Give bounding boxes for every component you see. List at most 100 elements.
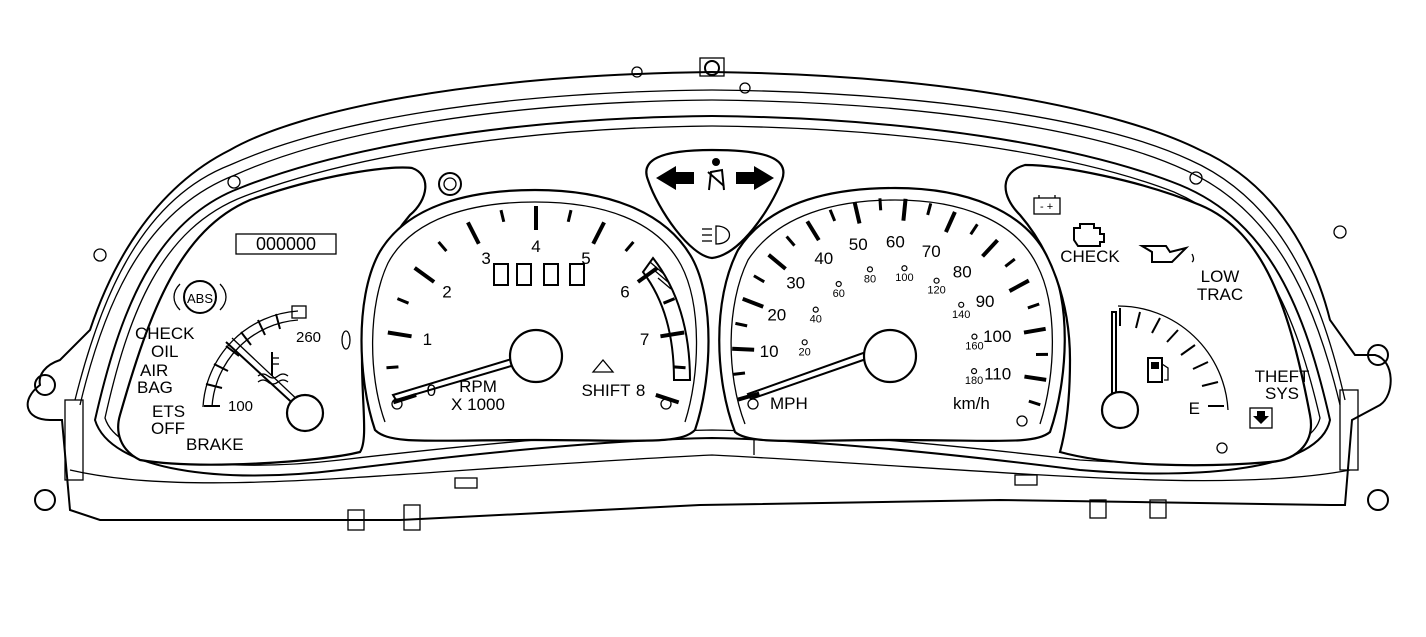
tach-tick-label: 5 [581,249,590,268]
speed-minor-tick [785,235,796,247]
kmh-tick-label: 180 [965,375,983,387]
mph-tick-label: 50 [849,235,868,254]
air-bag-label-2: BAG [137,378,173,397]
odometer-reading: 000000 [256,234,316,254]
tach-major-tick [466,221,481,245]
ets-off-label-2: OFF [151,419,185,438]
kmh-tick-label: 40 [810,314,822,326]
tach-minor-tick [499,209,506,223]
check-oil-label-1: CHECK [135,324,195,343]
tach-tick-label: 3 [481,249,490,268]
brake-label: BRAKE [186,435,244,454]
tach-tick-label: 4 [531,237,540,256]
tach-minor-tick [566,209,573,223]
abs-label: ABS [187,291,213,306]
temp-low-label: 100 [228,398,253,415]
mph-tick-label: 30 [786,273,805,292]
tach-minor-tick [437,240,448,253]
rpm-label: RPM [459,377,497,396]
temp-high-label: 260 [296,329,321,346]
theft-sys-label-2: SYS [1265,384,1299,403]
tach-major-tick [387,330,412,339]
rpm-multiplier-label: X 1000 [451,395,505,414]
speed-major-tick [1008,278,1030,293]
air-bag-label-1: AIR [140,361,168,380]
kmh-tick-label: 160 [965,341,983,353]
speed-minor-tick [1004,257,1016,268]
battery-icon: - + [1033,195,1061,215]
tach-minor-tick [386,365,399,370]
temperature-gauge: 100 260 [202,305,325,433]
trip-counter-value: 0000 [0,0,3,1]
speedometer-ticks [732,198,1049,407]
speed-major-tick [1023,326,1046,335]
tach-minor-tick [673,365,686,370]
tach-minor-tick [624,240,635,253]
kmh-unit-label: km/h [953,394,990,413]
seatbelt-icon [707,158,725,191]
kmh-tick-dot [812,306,819,313]
speed-minor-tick [753,274,765,284]
kmh-tick-label: 140 [952,309,970,321]
trip-counter-display: 0000 [0,0,585,286]
tach-tick-label: 8 [636,381,645,400]
left-panel: 000000 ABS CHECK OIL AIR BAG ETS OFF BRA… [117,166,427,466]
mph-tick-label: 80 [953,263,972,282]
speed-minor-tick [1028,399,1041,407]
kmh-tick-label: 100 [895,272,913,284]
speed-major-tick [805,220,821,242]
oil-can-icon [1138,245,1195,263]
tach-tick-label: 1 [423,330,432,349]
tach-major-tick [413,266,436,284]
speed-major-tick [944,211,957,233]
kmh-tick-dot [866,266,874,273]
mph-tick-label: 40 [814,249,833,268]
speed-major-tick [741,296,764,309]
speed-major-tick [732,346,755,352]
speed-minor-tick [1027,302,1040,310]
fuel-pump-icon [1147,357,1169,383]
fuel-gauge: E [1100,305,1229,430]
speed-major-tick [767,253,787,271]
speed-minor-tick [926,202,933,216]
kmh-tick-dot [835,280,842,288]
mph-tick-label: 110 [984,364,1011,383]
speed-minor-tick [828,209,837,222]
tachometer-ticks [386,206,686,405]
odometer-display: 000000 [235,233,337,255]
mph-tick-label: 90 [976,292,995,311]
kmh-tick-dot [971,333,978,340]
svg-text:- +: - + [1040,201,1053,213]
check-engine-label: CHECK [1060,247,1120,266]
check-oil-label-2: OIL [151,342,178,361]
shift-arrow-icon [591,358,615,373]
speed-minor-tick [735,321,748,328]
low-trac-label-2: TRAC [1197,285,1243,304]
cluster-housing [26,57,1392,531]
kmh-tick-dot [958,301,965,308]
tach-tick-label: 6 [620,282,629,301]
speed-major-tick [852,201,862,224]
tach-minor-tick [662,297,676,305]
mph-tick-label: 60 [886,233,905,252]
kmh-tick-dot [801,339,808,346]
mph-tick-label: 10 [760,342,779,361]
speed-minor-tick [969,223,979,236]
speed-major-tick [1024,374,1047,382]
tach-tick-label: 7 [640,330,649,349]
center-indicator-pod [645,148,785,260]
speed-minor-tick [732,371,746,376]
security-icon [1249,407,1273,429]
kmh-tick-label: 80 [864,273,876,285]
engine-check-icon [1073,223,1105,247]
kmh-tick-dot [901,265,908,272]
tach-major-tick [591,221,606,245]
tach-minor-tick [396,297,410,305]
fuel-empty-label: E [1189,399,1200,418]
turn-right-arrow-icon [736,166,774,190]
turn-left-arrow-icon [656,166,694,190]
speed-minor-tick [878,198,883,211]
